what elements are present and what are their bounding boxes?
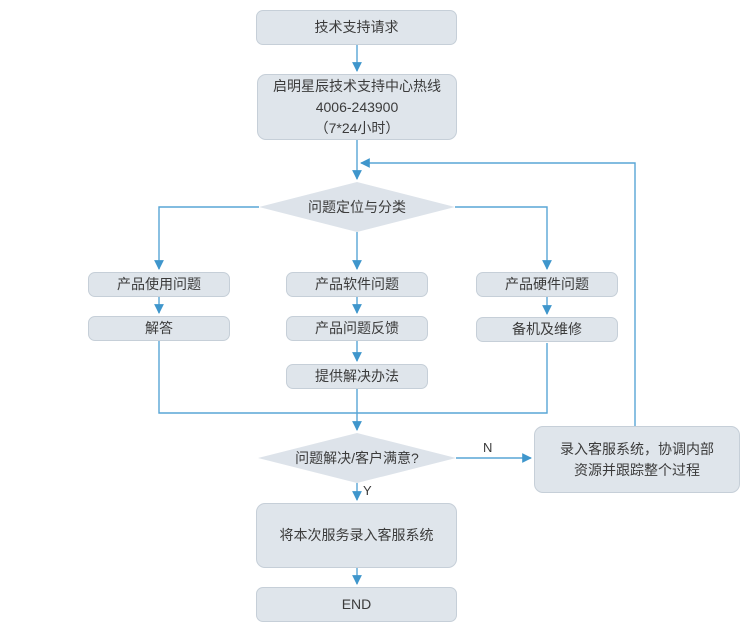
node-escalate: 录入客服系统，协调内部资源并跟踪整个过程 bbox=[534, 426, 740, 493]
node-end-label: END bbox=[341, 596, 372, 612]
node-record: 将本次服务录入客服系统 bbox=[256, 503, 457, 568]
node-start: 技术支持请求 bbox=[256, 10, 457, 45]
edge-merge-line bbox=[158, 341, 548, 414]
edge-label-yes: Y bbox=[363, 483, 372, 498]
node-usage-label: 产品使用问题 bbox=[117, 276, 201, 292]
node-end: END bbox=[256, 587, 457, 622]
node-classify-label: 问题定位与分类 bbox=[308, 199, 406, 215]
node-answer: 解答 bbox=[88, 316, 230, 341]
node-satisfied-label: 问题解决/客户满意? bbox=[295, 450, 419, 466]
node-feedback: 产品问题反馈 bbox=[286, 316, 428, 341]
node-feedback-label: 产品问题反馈 bbox=[315, 320, 399, 336]
node-hotline-line1: 启明星辰技术支持中心热线 bbox=[273, 77, 441, 94]
node-hardware: 产品硬件问题 bbox=[476, 272, 618, 297]
edge-classify-usage bbox=[154, 206, 259, 270]
node-software: 产品软件问题 bbox=[286, 272, 428, 297]
node-hardware-label: 产品硬件问题 bbox=[505, 276, 589, 292]
node-repair-label: 备机及维修 bbox=[512, 321, 582, 337]
node-solution-label: 提供解决办法 bbox=[315, 368, 399, 384]
node-software-label: 产品软件问题 bbox=[315, 276, 399, 292]
edge-label-no: N bbox=[483, 440, 493, 455]
node-usage: 产品使用问题 bbox=[88, 272, 230, 297]
node-repair: 备机及维修 bbox=[476, 317, 618, 342]
node-hotline-line2: 4006-243900 bbox=[315, 98, 399, 115]
node-hotline-line3: （7*24小时） bbox=[314, 119, 400, 136]
node-escalate-label: 录入客服系统，协调内部资源并跟踪整个过程 bbox=[560, 440, 714, 478]
node-solution: 提供解决办法 bbox=[286, 364, 428, 389]
node-record-label: 将本次服务录入客服系统 bbox=[279, 527, 434, 543]
edge-escalate-classify-loop bbox=[360, 158, 636, 426]
node-answer-label: 解答 bbox=[145, 320, 173, 336]
node-hotline: 启明星辰技术支持中心热线 4006-243900 （7*24小时） bbox=[257, 74, 457, 140]
edge-classify-hardware bbox=[455, 206, 552, 270]
node-start-label: 技术支持请求 bbox=[314, 19, 399, 35]
